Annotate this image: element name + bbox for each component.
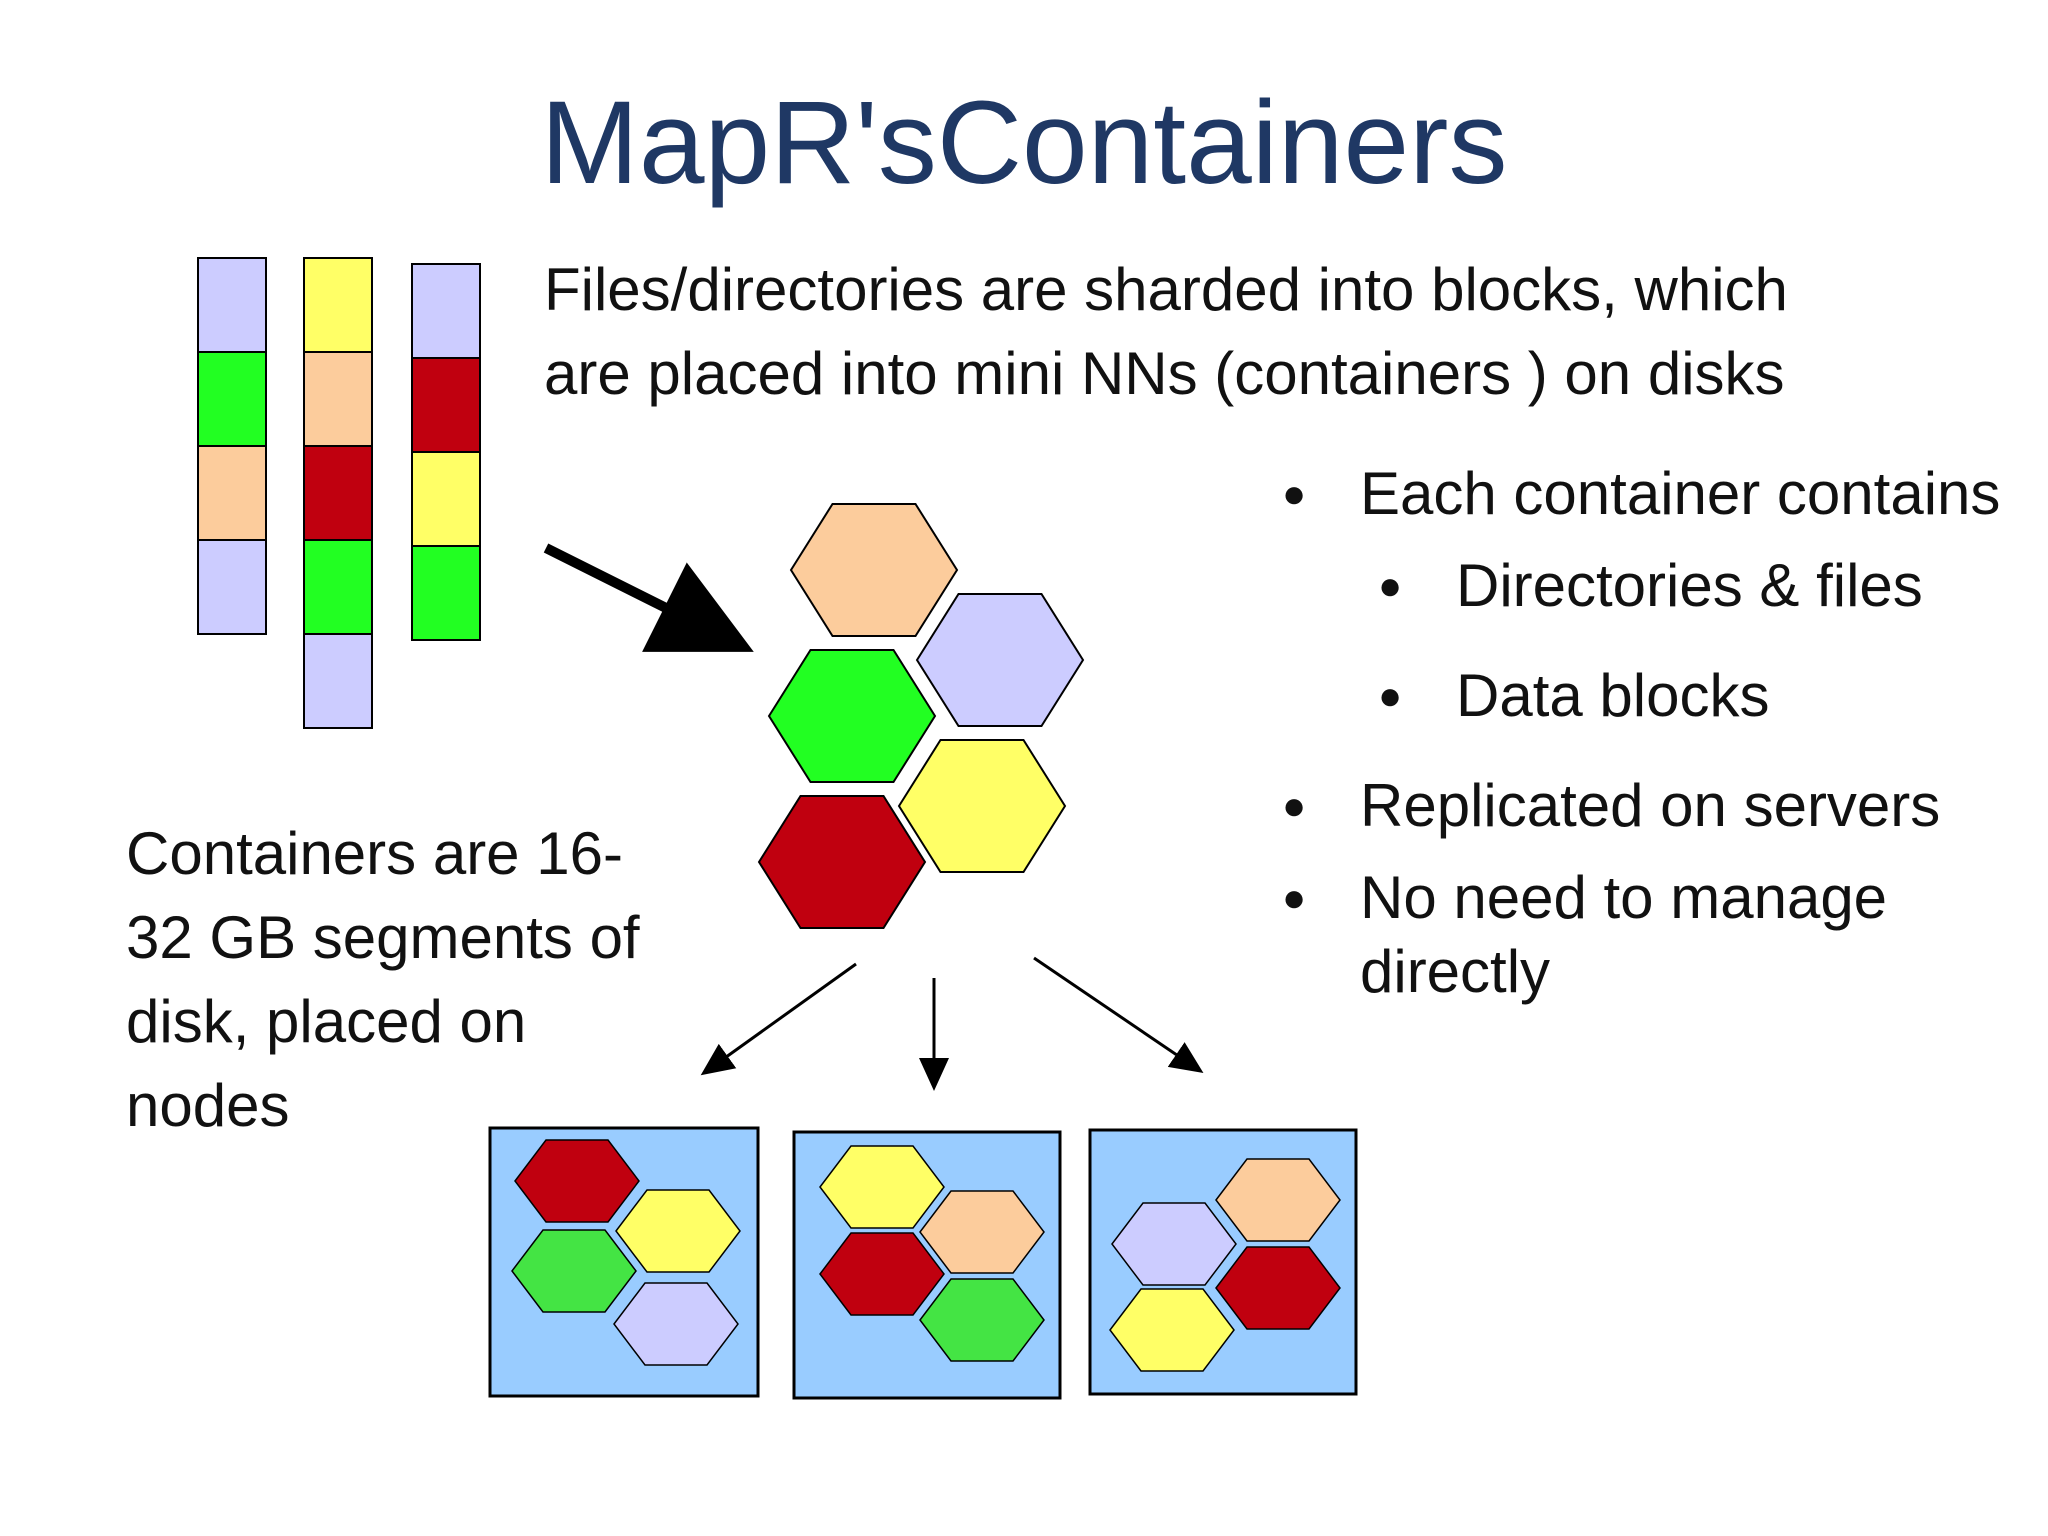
replica-hexagon <box>613 1282 739 1366</box>
size-line-2: 32 GB segments of <box>126 904 640 971</box>
file-strip <box>411 263 481 641</box>
bullet-label: Data blocks <box>1456 662 1770 729</box>
page-title: MapR'sContainers <box>540 77 1508 209</box>
container-hexagon <box>897 739 1067 873</box>
file-block <box>411 263 481 359</box>
file-block <box>411 545 481 641</box>
bullet-no-need-continued: directly <box>1360 938 1551 1005</box>
bullet-label: Replicated on servers <box>1360 772 1941 839</box>
bullet-label: Directories & files <box>1456 552 1923 619</box>
bullet-label: Each container contains <box>1360 460 2001 527</box>
container-hexagon <box>757 795 927 929</box>
file-block <box>197 351 267 447</box>
file-block <box>411 357 481 453</box>
replica-hexagon <box>919 1190 1045 1274</box>
replica-hexagon <box>819 1232 945 1316</box>
replica-hexagon <box>514 1139 640 1223</box>
intro-text: Files/directories are sharded into block… <box>544 248 1984 416</box>
file-block <box>197 539 267 635</box>
file-block-strips <box>197 257 481 729</box>
replica-hexagon <box>1111 1202 1237 1286</box>
file-strip <box>197 257 267 635</box>
placement-arrow-right <box>1033 956 1204 1074</box>
replica-hexagon <box>511 1229 637 1313</box>
size-line-4: nodes <box>126 1072 290 1139</box>
file-block <box>303 351 373 447</box>
file-block <box>303 445 373 541</box>
container-hexagon <box>767 649 937 783</box>
node-box <box>792 1130 1062 1400</box>
file-strip <box>303 257 373 729</box>
intro-line-2: are placed into mini NNs (containers ) o… <box>544 340 1785 407</box>
file-block <box>303 633 373 729</box>
file-block <box>197 445 267 541</box>
node-box <box>488 1126 760 1398</box>
intro-line-1: Files/directories are sharded into block… <box>544 256 1788 323</box>
file-block <box>303 257 373 353</box>
containers-size-text: Containers are 16- 32 GB segments of dis… <box>126 812 686 1148</box>
replica-hexagon <box>1215 1158 1341 1242</box>
size-line-1: Containers are 16- <box>126 820 623 887</box>
container-hexagon-cluster <box>757 503 1085 929</box>
replica-hexagon <box>1215 1246 1341 1330</box>
bullet-label: No need to manage <box>1360 864 1888 931</box>
file-block <box>197 257 267 353</box>
replica-hexagon <box>1109 1288 1235 1372</box>
container-hexagon <box>789 503 959 637</box>
shard-arrow <box>543 543 754 652</box>
placement-arrow-left <box>700 962 857 1076</box>
node-boxes <box>488 1126 1358 1400</box>
container-hexagon <box>915 593 1085 727</box>
replica-hexagon <box>819 1145 945 1229</box>
replica-hexagon <box>919 1278 1045 1362</box>
file-block <box>411 451 481 547</box>
size-line-3: disk, placed on <box>126 988 527 1055</box>
replica-hexagon <box>615 1189 741 1273</box>
node-box <box>1088 1128 1358 1396</box>
file-block <box>303 539 373 635</box>
